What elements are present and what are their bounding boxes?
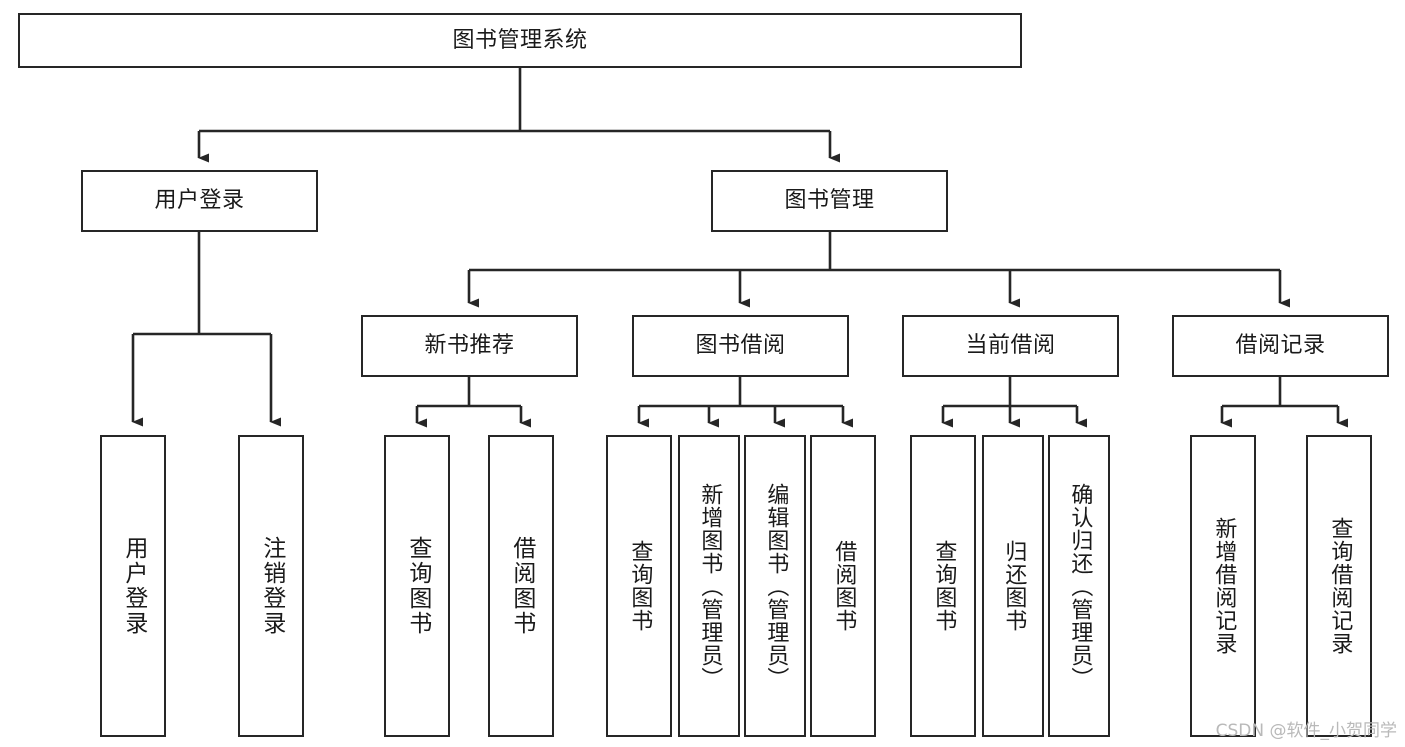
node-leaf-borrow-book[interactable]: 借阅图书 bbox=[810, 435, 876, 737]
node-label: 用户登录 bbox=[120, 536, 147, 636]
node-leaf-borrow-book-recommend[interactable]: 借阅图书 bbox=[488, 435, 554, 737]
node-book-borrow[interactable]: 图书借阅 bbox=[632, 315, 849, 377]
node-label: 新书推荐 bbox=[424, 333, 515, 359]
node-leaf-edit-book-admin[interactable]: 编辑图书（管理员） bbox=[744, 435, 806, 737]
node-label: 查询图书 bbox=[404, 536, 431, 636]
node-leaf-query-book-current[interactable]: 查询图书 bbox=[910, 435, 976, 737]
node-label: 查询图书 bbox=[931, 540, 957, 632]
node-leaf-confirm-return-admin[interactable]: 确认归还（管理员） bbox=[1048, 435, 1110, 737]
node-label: 归还图书 bbox=[1001, 540, 1027, 632]
node-leaf-query-book-borrow[interactable]: 查询图书 bbox=[606, 435, 672, 737]
node-book-management[interactable]: 图书管理 bbox=[711, 170, 948, 232]
node-label: 图书管理 bbox=[784, 188, 875, 214]
node-label: 当前借阅 bbox=[965, 333, 1056, 359]
node-label: 借阅图书 bbox=[508, 536, 535, 636]
node-user-login[interactable]: 用户登录 bbox=[81, 170, 318, 232]
node-label: 图书借阅 bbox=[695, 333, 786, 359]
node-leaf-query-book-recommend[interactable]: 查询图书 bbox=[384, 435, 450, 737]
node-label: 借阅记录 bbox=[1235, 333, 1326, 359]
node-label: 编辑图书（管理员） bbox=[763, 482, 789, 690]
node-current-borrow[interactable]: 当前借阅 bbox=[902, 315, 1119, 377]
node-label: 新增借阅记录 bbox=[1211, 517, 1237, 655]
csdn-watermark: CSDN @软件_小贺同学 bbox=[1215, 721, 1397, 741]
node-leaf-user-login[interactable]: 用户登录 bbox=[100, 435, 166, 737]
node-borrow-record[interactable]: 借阅记录 bbox=[1172, 315, 1389, 377]
node-label: 确认归还（管理员） bbox=[1067, 482, 1093, 690]
node-label: 新增图书（管理员） bbox=[697, 482, 723, 690]
node-new-book-recommend[interactable]: 新书推荐 bbox=[361, 315, 578, 377]
node-label: 借阅图书 bbox=[831, 540, 857, 632]
node-label: 查询图书 bbox=[627, 540, 653, 632]
node-leaf-add-book-admin[interactable]: 新增图书（管理员） bbox=[678, 435, 740, 737]
node-leaf-add-borrow-record[interactable]: 新增借阅记录 bbox=[1190, 435, 1256, 737]
node-label: 用户登录 bbox=[154, 188, 245, 214]
node-label: 查询借阅记录 bbox=[1327, 517, 1353, 655]
node-label: 图书管理系统 bbox=[452, 27, 588, 53]
node-root-system[interactable]: 图书管理系统 bbox=[18, 13, 1022, 68]
node-leaf-query-borrow-record[interactable]: 查询借阅记录 bbox=[1306, 435, 1372, 737]
node-leaf-return-book[interactable]: 归还图书 bbox=[982, 435, 1044, 737]
node-leaf-logout[interactable]: 注销登录 bbox=[238, 435, 304, 737]
node-label: 注销登录 bbox=[258, 536, 285, 636]
